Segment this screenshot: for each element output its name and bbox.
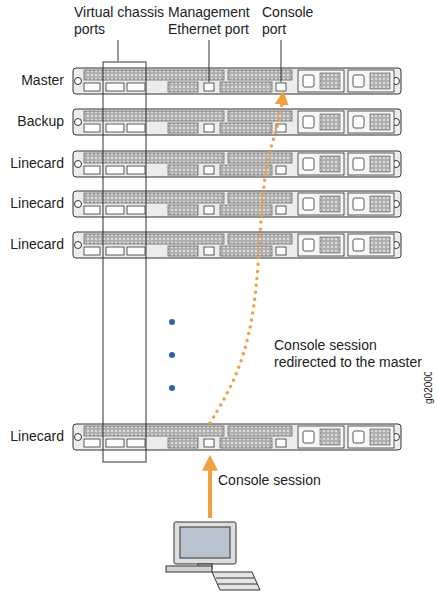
switch-node: Linecard [72, 150, 402, 178]
vc-port-bracket [103, 62, 146, 462]
callout-label: Console port [262, 4, 324, 38]
role-label: Linecard [10, 236, 64, 253]
computer-icon [166, 522, 260, 590]
ellipsis-dots [169, 319, 175, 391]
leader-lines [118, 40, 281, 82]
redirect-connector [210, 95, 283, 423]
console-arrow [208, 458, 212, 518]
role-label: Linecard [10, 428, 64, 445]
connector-label: Console session redirected to the master [272, 336, 434, 372]
callout-label: Management Ethernet port [168, 4, 260, 38]
switch-node: Linecard [72, 190, 402, 218]
switch-node: Linecard [72, 423, 402, 451]
callout-label: Console session [218, 472, 348, 489]
role-label: Backup [17, 113, 64, 130]
switch-chassis [73, 68, 401, 450]
role-label: Linecard [10, 195, 64, 212]
switch-node: Backup [72, 108, 402, 136]
switch-node: Master [72, 67, 402, 95]
callout-label: Virtual chassis ports [74, 4, 174, 38]
role-label: Master [21, 72, 64, 89]
role-label: Linecard [10, 155, 64, 172]
switch-node: Linecard [72, 231, 402, 259]
